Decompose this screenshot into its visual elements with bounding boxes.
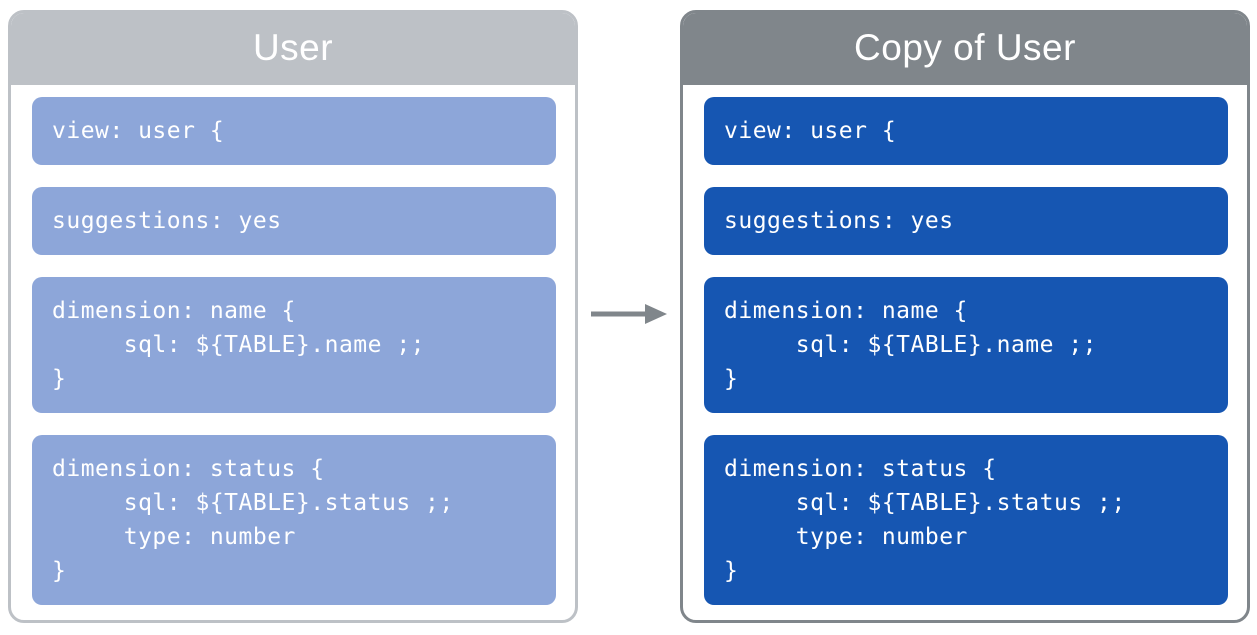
- panel-copy-of-user-body: view: user { suggestions: yes dimension:…: [683, 85, 1247, 605]
- panel-title: User: [252, 27, 334, 68]
- code-block-suggestions: suggestions: yes: [704, 187, 1228, 255]
- code-block-view-declaration: view: user {: [704, 97, 1228, 165]
- code-block-suggestions: suggestions: yes: [32, 187, 556, 255]
- arrow-right-icon: [578, 10, 680, 623]
- code-block-dimension-name: dimension: name { sql: ${TABLE}.name ;; …: [704, 277, 1228, 413]
- code-block-view-declaration: view: user {: [32, 97, 556, 165]
- code-block-dimension-name: dimension: name { sql: ${TABLE}.name ;; …: [32, 277, 556, 413]
- panel-user-header: User: [11, 13, 575, 85]
- panel-user-body: view: user { suggestions: yes dimension:…: [11, 85, 575, 605]
- panel-title: Copy of User: [854, 27, 1076, 68]
- code-block-dimension-status: dimension: status { sql: ${TABLE}.status…: [704, 435, 1228, 605]
- code-block-dimension-status: dimension: status { sql: ${TABLE}.status…: [32, 435, 556, 605]
- panel-user: User view: user { suggestions: yes dimen…: [8, 10, 578, 623]
- panel-copy-of-user-header: Copy of User: [683, 13, 1247, 85]
- panel-copy-of-user: Copy of User view: user { suggestions: y…: [680, 10, 1250, 623]
